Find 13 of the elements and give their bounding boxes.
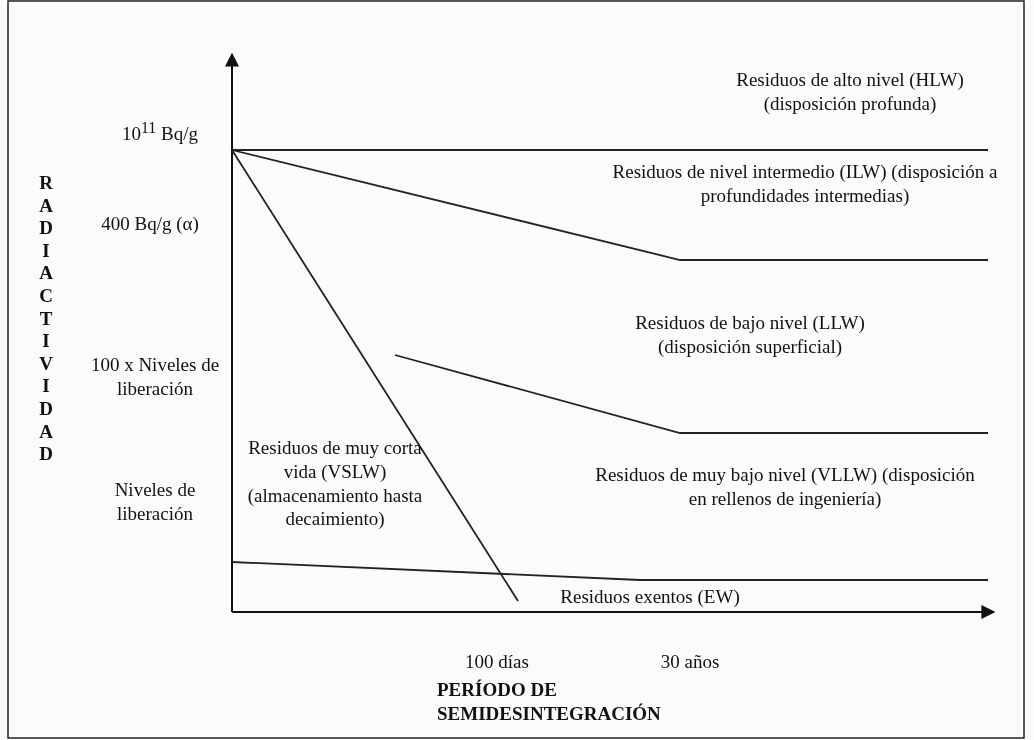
region-label: Residuos de bajo nivel (LLW) (disposición superficial) (634, 311, 866, 359)
axis-value: 400 Bq/g (α) (100, 212, 200, 236)
axis-value: 30 años (659, 650, 721, 674)
region-label: Residuos exentos (EW) (559, 585, 741, 609)
axis-value: 10$^{11}$ Bq/g (121, 118, 199, 147)
region-label: Residuos de muy bajo nivel (VLLW) (disposición en rellenos de ingeniería) (594, 463, 976, 511)
axis-title: RADIACTIVIDAD (38, 172, 54, 466)
region-label: Residuos de alto nivel (HLW) (disposición profunda) (735, 68, 965, 116)
region-label: Residuos de muy corta vida (VSLW) (almacenamiento hasta decaimiento) (246, 436, 424, 531)
axis-value: 100 x Niveles de liberación (89, 353, 221, 401)
axis-value: Niveles de liberación (113, 478, 197, 526)
region-label: Residuos de nivel intermedio (ILW) (disposición a profundidades intermedias) (611, 160, 999, 208)
axis-value: 100 días (464, 650, 530, 674)
